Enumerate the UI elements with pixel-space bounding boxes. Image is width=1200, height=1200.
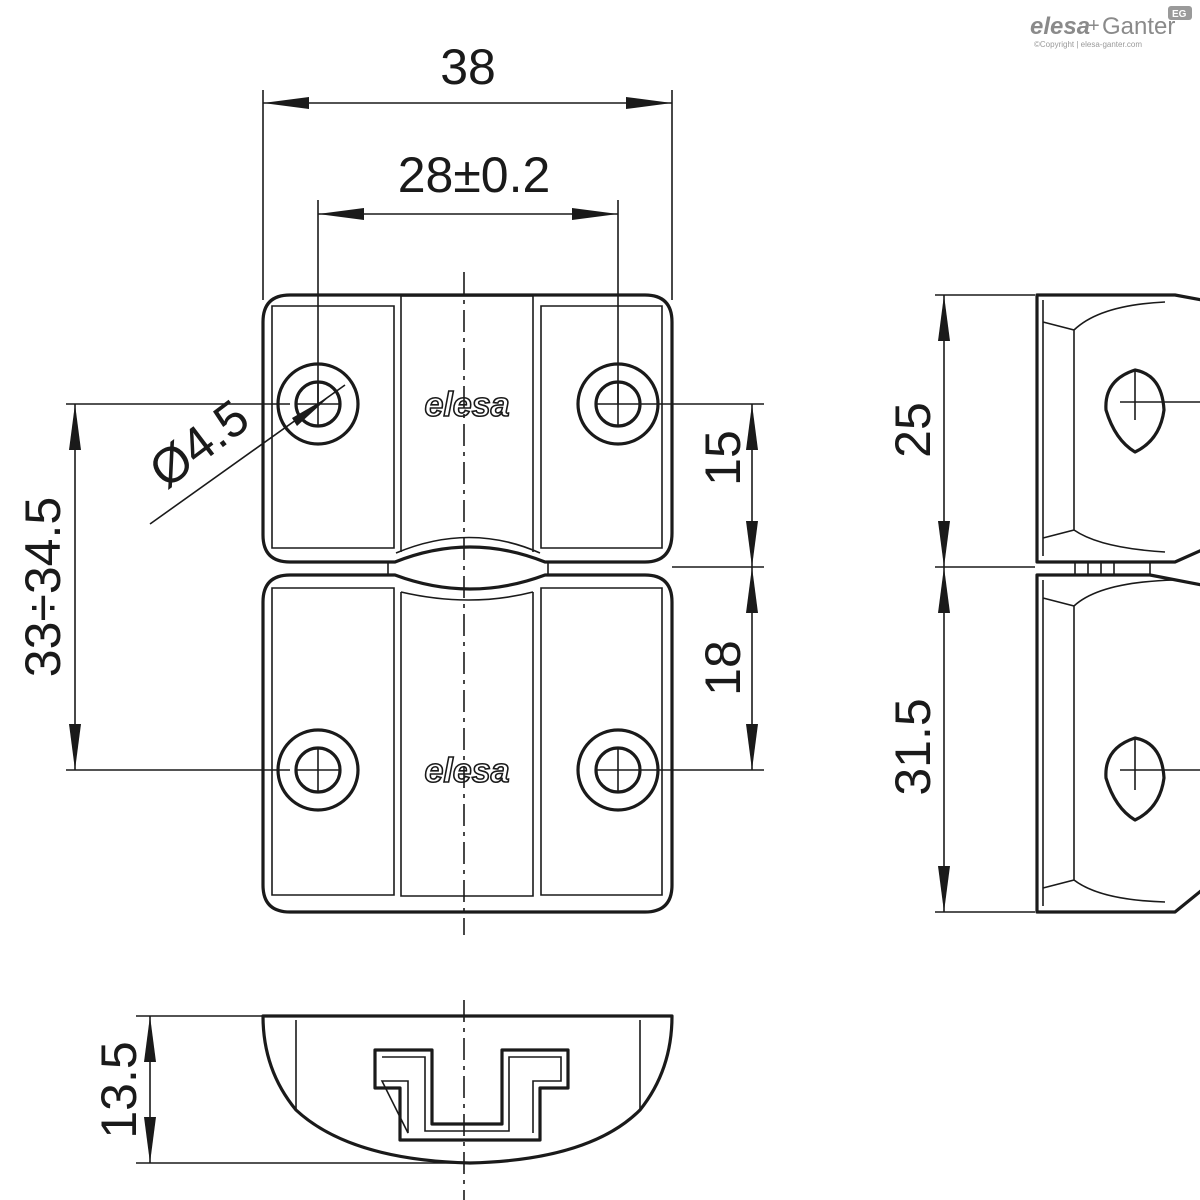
knuckle-curve-top (395, 536, 541, 554)
side-hinge-gap (1074, 562, 1151, 575)
bottom-leaf-outline (261, 573, 674, 914)
brand-logo-left: elesa (1030, 13, 1090, 40)
dim-text-top-hole-to-axis: 15 (695, 430, 751, 486)
front-view: elesa elesa (261, 272, 674, 935)
side-bottom-leaf-inner (1042, 579, 1176, 906)
bottom-view (261, 1000, 674, 1200)
top-leaf-center-band (400, 295, 534, 552)
brand-logo: elesa + Ganter EG ©Copyright | elesa-gan… (1030, 6, 1192, 49)
brand-badge-box (1168, 6, 1192, 20)
dim-text-bottom-leaf-length: 31.5 (885, 698, 941, 795)
bottom-leaf-right-pad (540, 587, 663, 896)
part-marking-top: elesa (424, 386, 509, 424)
bottom-leaf-center-band (400, 592, 534, 897)
side-top-lobe-icon (1104, 368, 1166, 454)
dimension-hole-diameter: Ø4.5 (139, 384, 346, 525)
dimension-hole-to-axis: 15 18 (640, 403, 764, 771)
part-marking-bottom: elesa (424, 752, 509, 790)
top-leaf-right-pad (540, 305, 663, 549)
dim-text-hole-distance-range: 33÷34.5 (15, 497, 71, 677)
top-leaf-outline (261, 293, 674, 564)
dimension-overall-width: 38 (262, 39, 673, 300)
brand-logo-right: Ganter (1102, 13, 1175, 40)
dim-text-hole-diameter: Ø4.5 (139, 389, 259, 499)
bottom-view-outline (261, 1014, 674, 1165)
dimension-hole-spacing: 28±0.2 (317, 147, 619, 404)
brand-logo-plus: + (1088, 15, 1100, 37)
bottom-leaf-left-pad (271, 587, 395, 896)
brand-badge: EG (1172, 9, 1187, 20)
dim-text-bottom-hole-to-axis: 18 (695, 640, 751, 696)
side-top-leaf-outline (1035, 293, 1200, 564)
dim-text-overall-width: 38 (440, 39, 496, 95)
dim-text-hole-spacing: 28±0.2 (398, 147, 551, 203)
side-view (1035, 293, 1200, 914)
dim-text-top-leaf-length: 25 (885, 402, 941, 458)
knuckle-gap (387, 562, 549, 575)
dimension-hole-distance-range: 33÷34.5 (15, 403, 290, 771)
side-bottom-lobe-icon (1104, 736, 1166, 822)
bottom-view-side-lines (295, 1020, 641, 1110)
dimension-leaf-lengths: 25 31.5 (885, 294, 1035, 913)
top-leaf-left-pad (271, 305, 395, 549)
bottom-view-channel-inner (380, 1056, 562, 1134)
knuckle-curve-bottom (400, 591, 534, 601)
dim-text-thickness: 13.5 (91, 1041, 147, 1138)
brand-copyright: ©Copyright | elesa-ganter.com (1034, 40, 1142, 49)
bottom-view-channel (373, 1048, 570, 1142)
side-bottom-leaf-outline (1035, 573, 1200, 914)
side-top-leaf-inner (1042, 300, 1166, 556)
dimension-thickness: 13.5 (91, 1015, 470, 1164)
